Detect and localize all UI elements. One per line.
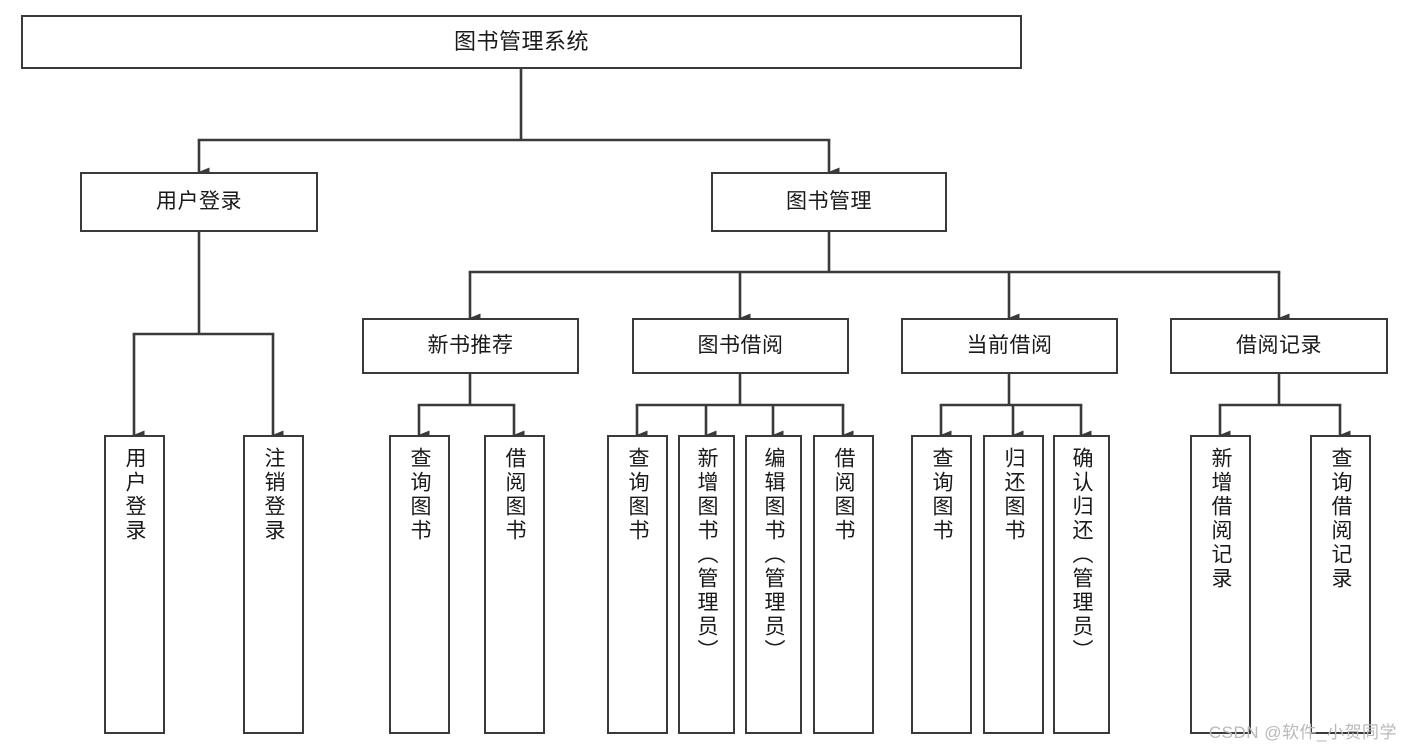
user-login-bus — [132, 230, 275, 336]
borrow-bus — [635, 372, 845, 407]
node-label: 当前借阅 — [966, 333, 1053, 357]
node-label: 编辑图书（管理员） — [762, 447, 785, 663]
node-label: 借阅图书 — [503, 447, 526, 543]
current-borrow-bus — [939, 372, 1083, 407]
node-leaf_6[interactable]: 编辑图书（管理员） — [745, 435, 802, 734]
borrow-record-bus — [1218, 372, 1342, 407]
node-label: 注销登录 — [262, 447, 285, 543]
node-label: 查询借阅记录 — [1329, 447, 1352, 591]
node-label: 新增借阅记录 — [1209, 447, 1232, 591]
node-label: 新增图书（管理员） — [695, 447, 718, 663]
node-leaf_7[interactable]: 借阅图书 — [813, 435, 874, 734]
node-label: 归还图书 — [1002, 447, 1025, 543]
new-book-bus — [417, 372, 516, 407]
node-leaf_4[interactable]: 查询图书 — [607, 435, 668, 734]
node-l3_2[interactable]: 当前借阅 — [901, 318, 1118, 374]
node-leaf_2[interactable]: 查询图书 — [389, 435, 450, 734]
node-leaf_8[interactable]: 查询图书 — [911, 435, 972, 734]
node-root[interactable]: 图书管理系统 — [21, 15, 1022, 69]
node-leaf_10[interactable]: 确认归还（管理员） — [1053, 435, 1110, 734]
node-l3_3[interactable]: 借阅记录 — [1170, 318, 1388, 374]
node-label: 用户登录 — [123, 447, 146, 543]
node-label: 图书管理 — [786, 189, 872, 213]
node-l3_0[interactable]: 新书推荐 — [362, 318, 579, 374]
node-l2_1[interactable]: 图书管理 — [711, 172, 947, 232]
node-label: 确认归还（管理员） — [1070, 447, 1093, 663]
node-label: 借阅图书 — [832, 447, 855, 543]
node-leaf_1[interactable]: 注销登录 — [243, 435, 304, 734]
node-leaf_12[interactable]: 查询借阅记录 — [1310, 435, 1371, 734]
root-bus — [197, 67, 831, 142]
node-label: 新书推荐 — [427, 333, 514, 357]
node-label: 查询图书 — [930, 447, 953, 543]
node-leaf_11[interactable]: 新增借阅记录 — [1190, 435, 1251, 734]
book-mgmt-bus — [468, 230, 1281, 274]
node-label: 用户登录 — [156, 189, 242, 213]
node-label: 图书管理系统 — [453, 29, 589, 55]
node-label: 查询图书 — [626, 447, 649, 543]
node-leaf_9[interactable]: 归还图书 — [983, 435, 1044, 734]
node-label: 查询图书 — [408, 447, 431, 543]
node-leaf_3[interactable]: 借阅图书 — [484, 435, 545, 734]
node-leaf_0[interactable]: 用户登录 — [104, 435, 165, 734]
node-label: 图书借阅 — [697, 333, 784, 357]
node-label: 借阅记录 — [1236, 333, 1322, 357]
csdn-watermark: CSDN @软件_小贺同学 — [1208, 723, 1397, 742]
node-l3_1[interactable]: 图书借阅 — [632, 318, 849, 374]
node-leaf_5[interactable]: 新增图书（管理员） — [678, 435, 735, 734]
node-l2_0[interactable]: 用户登录 — [80, 172, 318, 232]
